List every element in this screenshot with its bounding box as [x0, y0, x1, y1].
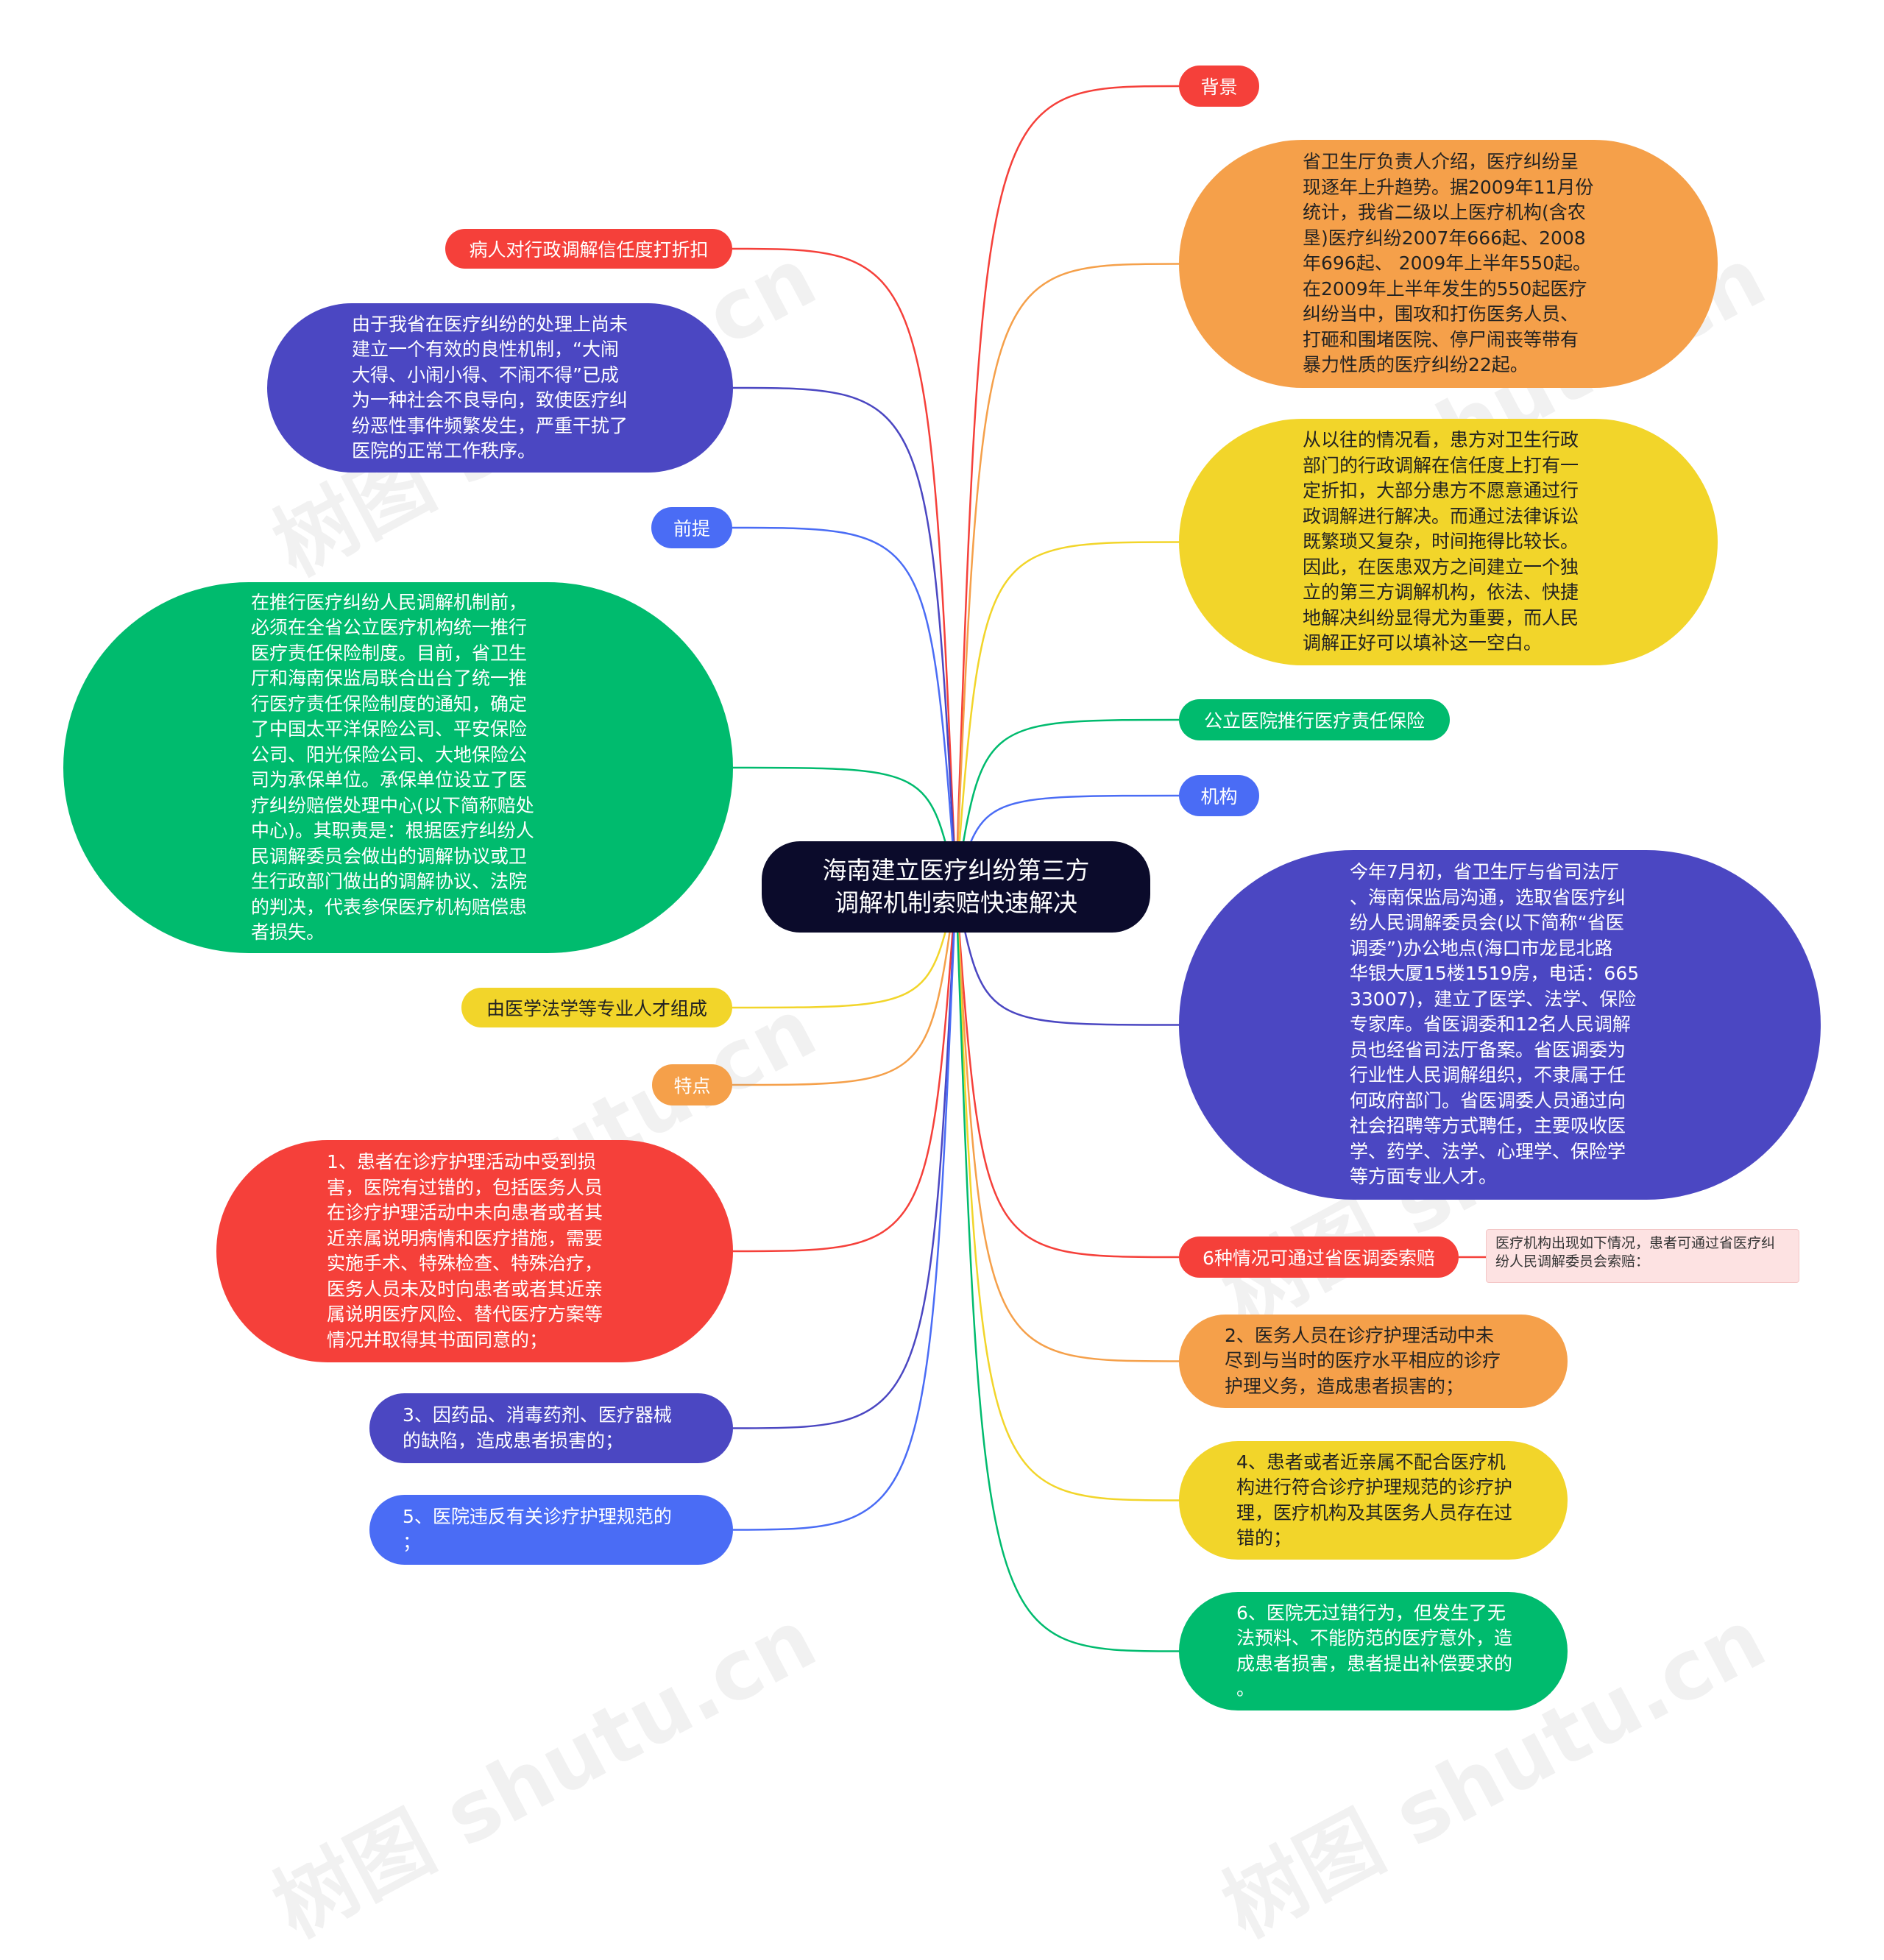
topic-insurance-detail[interactable]: 在推行医疗纠纷人民调解机制前， 必须在全省公立医疗机构统一推行 医疗责任保险制度…	[63, 582, 733, 953]
topic-label: 机构	[1200, 786, 1238, 807]
connector-topic-organization-detail	[955, 886, 1180, 1026]
topic-text: 从以往的情况看，患方对卫生行政 部门的行政调解在信任度上打有一 定折扣，大部分患…	[1303, 429, 1579, 654]
topic-case-2[interactable]: 2、医务人员在诊疗护理活动中未 尽到与当时的医疗水平相应的诊疗 护理义务，造成患…	[1179, 1315, 1568, 1408]
root-topic[interactable]: 海南建立医疗纠纷第三方 调解机制索赔快速解决	[762, 841, 1150, 933]
connector-topic-premise	[732, 526, 957, 888]
connector-topic-six-cases	[955, 886, 1180, 1259]
topic-case-3[interactable]: 3、因药品、消毒药剂、医疗器械 的缺陷，造成患者损害的；	[369, 1393, 733, 1463]
topic-case-6[interactable]: 6、医院无过错行为，但发生了无 法预料、不能防范的医疗意外，造 成患者损害，患者…	[1179, 1592, 1568, 1710]
connector-topic-background	[955, 85, 1180, 888]
connector-topic-case-3	[732, 886, 957, 1429]
connector-lines	[732, 85, 1486, 1652]
topic-text: 在推行医疗纠纷人民调解机制前， 必须在全省公立医疗机构统一推行 医疗责任保险制度…	[251, 591, 534, 944]
connector-topic-case-6	[955, 886, 1180, 1652]
topic-organization-detail[interactable]: 今年7月初，省卫生厅与省司法厅 、海南保监局沟通，选取省医疗纠 纷人民调解委员会…	[1179, 850, 1821, 1200]
topic-six-cases-note[interactable]: 医疗机构出现如下情况，患者可通过省医疗纠 纷人民调解委员会索赔：	[1486, 1229, 1799, 1283]
topic-label: 病人对行政调解信任度打折扣	[469, 239, 709, 261]
topic-label: 由医学法学等专业人才组成	[486, 998, 707, 1019]
topic-label: 特点	[673, 1075, 711, 1097]
topic-no-mechanism-detail[interactable]: 由于我省在医疗纠纷的处理上尚未 建立一个有效的良性机制，“大闹 大得、小闹小得、…	[267, 303, 733, 473]
topic-text: 由于我省在医疗纠纷的处理上尚未 建立一个有效的良性机制，“大闹 大得、小闹小得、…	[352, 313, 628, 462]
topic-text: 省卫生厅负责人介绍，医疗纠纷呈 现逐年上升趋势。据2009年11月份 统计，我省…	[1303, 151, 1594, 376]
topic-case-4[interactable]: 4、患者或者近亲属不配合医疗机 构进行符合诊疗护理规范的诊疗护 理，医疗机构及其…	[1179, 1441, 1568, 1560]
topic-label: 背景	[1200, 77, 1238, 98]
topic-case-1[interactable]: 1、患者在诊疗护理活动中受到损 害，医院有过错的，包括医务人员 在诊疗护理活动中…	[216, 1140, 733, 1362]
connector-topic-third-party-detail	[955, 541, 1180, 888]
topic-text: 5、医院违反有关诊疗护理规范的 ；	[403, 1506, 672, 1553]
topic-text: 2、医务人员在诊疗护理活动中未 尽到与当时的医疗水平相应的诊疗 护理义务，造成患…	[1225, 1324, 1501, 1397]
topic-text: 3、因药品、消毒药剂、医疗器械 的缺陷，造成患者损害的；	[403, 1404, 672, 1451]
connector-topic-no-mechanism-detail	[732, 386, 957, 888]
connector-topic-case-2	[955, 886, 1180, 1362]
topic-public-hospital-insurance[interactable]: 公立医院推行医疗责任保险	[1179, 699, 1450, 740]
topic-six-cases[interactable]: 6种情况可通过省医调委索赔	[1179, 1237, 1459, 1278]
topic-patient-distrust[interactable]: 病人对行政调解信任度打折扣	[445, 229, 732, 269]
topic-background[interactable]: 背景	[1179, 66, 1259, 107]
topic-text: 6、医院无过错行为，但发生了无 法预料、不能防范的医疗意外，造 成患者损害，患者…	[1236, 1602, 1513, 1700]
connector-topic-background-detail	[955, 263, 1180, 888]
topic-third-party-detail[interactable]: 从以往的情况看，患方对卫生行政 部门的行政调解在信任度上打有一 定折扣，大部分患…	[1179, 419, 1718, 665]
topic-features[interactable]: 特点	[652, 1064, 732, 1105]
connector-topic-features	[732, 886, 957, 1086]
connector-topic-public-hospital-insurance	[955, 718, 1180, 888]
topic-background-detail[interactable]: 省卫生厅负责人介绍，医疗纠纷呈 现逐年上升趋势。据2009年11月份 统计，我省…	[1179, 140, 1718, 388]
connector-topic-case-1	[732, 886, 957, 1253]
connector-topic-patient-distrust	[732, 247, 957, 888]
root-topic-label: 海南建立医疗纠纷第三方 调解机制索赔快速解决	[822, 856, 1090, 917]
topic-label: 前提	[673, 518, 710, 539]
topic-professional-staff[interactable]: 由医学法学等专业人才组成	[461, 988, 732, 1027]
topic-text: 今年7月初，省卫生厅与省司法厅 、海南保监局沟通，选取省医疗纠 纷人民调解委员会…	[1350, 861, 1640, 1188]
topic-label: 公立医院推行医疗责任保险	[1203, 710, 1425, 732]
topic-case-5[interactable]: 5、医院违反有关诊疗护理规范的 ；	[369, 1495, 733, 1565]
topic-text: 4、患者或者近亲属不配合医疗机 构进行符合诊疗护理规范的诊疗护 理，医疗机构及其…	[1236, 1451, 1513, 1549]
topic-text: 1、患者在诊疗护理活动中受到损 害，医院有过错的，包括医务人员 在诊疗护理活动中…	[327, 1151, 603, 1351]
topic-organization[interactable]: 机构	[1179, 775, 1259, 816]
topic-label: 6种情况可通过省医调委索赔	[1203, 1248, 1435, 1269]
topic-premise[interactable]: 前提	[651, 507, 732, 548]
connector-topic-case-5	[732, 886, 957, 1531]
connector-topic-case-4	[955, 886, 1180, 1501]
